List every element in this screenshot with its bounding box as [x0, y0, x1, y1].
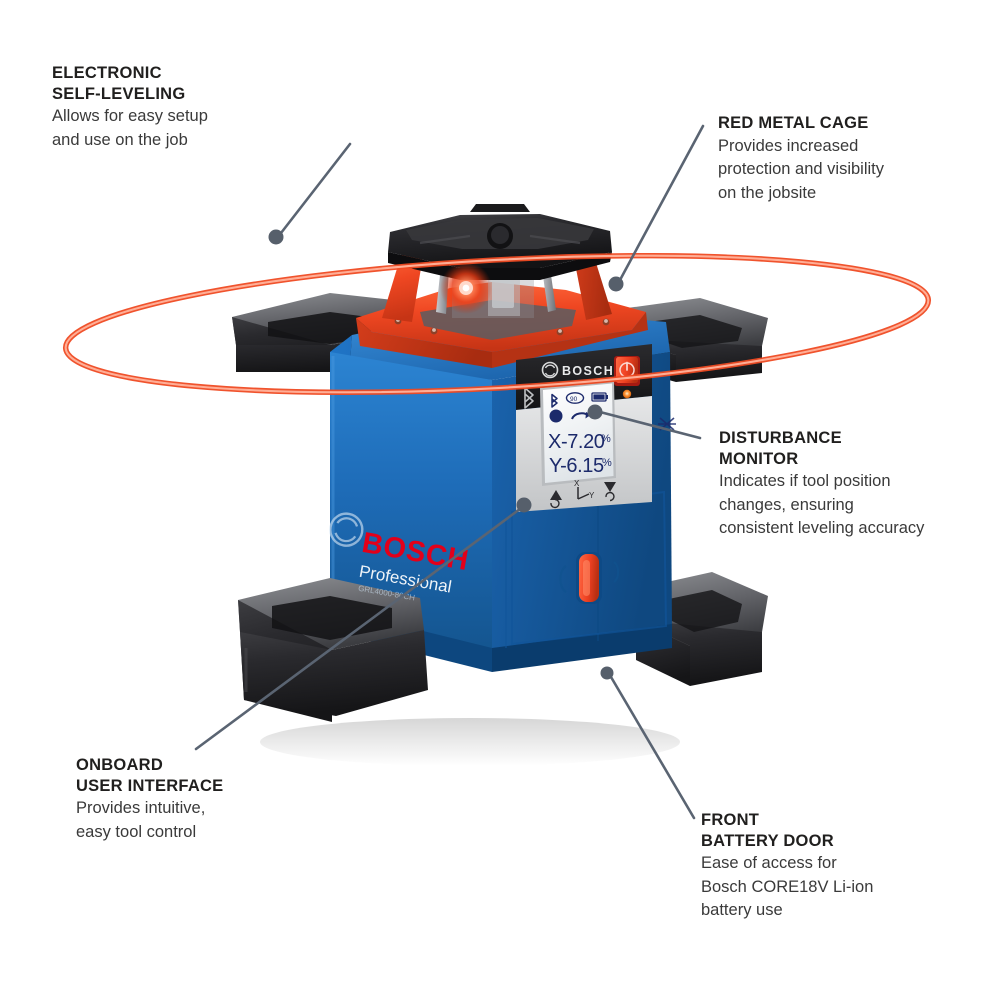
callout-front-battery-door: FRONT BATTERY DOOR Ease of access for Bo…	[701, 810, 981, 923]
callout-disturbance-monitor: DISTURBANCE MONITOR Indicates if tool po…	[719, 428, 994, 541]
callout-title: RED METAL CAGE	[718, 114, 869, 132]
up-rotation-button[interactable]	[550, 490, 562, 509]
leader-dot-red-cage	[608, 276, 624, 292]
callout-title: DISTURBANCE MONITOR	[719, 429, 842, 468]
panel-button-row: X Y	[550, 479, 616, 509]
outrigger-front-left	[238, 578, 428, 722]
svg-text:Y: Y	[589, 491, 595, 500]
down-rotation-button[interactable]	[604, 482, 616, 502]
leader-onboard	[194, 501, 530, 751]
svg-text:Y-6.15: Y-6.15	[549, 455, 604, 477]
svg-text:90: 90	[570, 396, 578, 403]
callout-body: Provides increased protection and visibi…	[718, 136, 884, 202]
battery-door-grip-right	[613, 561, 620, 583]
leader-red-cage	[618, 124, 705, 282]
callout-electronic-self-leveling: ELECTRONIC SELF-LEVELING Allows for easy…	[52, 63, 332, 152]
bluetooth-icon	[524, 387, 534, 409]
callout-title: ONBOARD USER INTERFACE	[76, 756, 224, 795]
callout-body: Allows for easy setup and use on the job	[52, 107, 208, 149]
lcd-readout-y: Y-6.15 %	[549, 455, 612, 477]
callout-title: FRONT BATTERY DOOR	[701, 811, 834, 850]
bosch-roundel-icon	[329, 512, 364, 547]
callout-red-metal-cage: RED METAL CAGE Provides increased protec…	[718, 113, 988, 205]
svg-text:%: %	[602, 457, 612, 469]
leader-battery	[609, 675, 696, 820]
leader-dot-battery	[600, 666, 614, 680]
callout-body: Ease of access for Bosch CORE18V Li-ion …	[701, 854, 874, 919]
callout-body: Indicates if tool position changes, ensu…	[719, 472, 925, 537]
leader-disturbance	[598, 410, 702, 440]
leader-dot-disturbance	[587, 404, 603, 420]
leader-self-leveling	[279, 142, 352, 235]
svg-text:X-7.20: X-7.20	[548, 431, 605, 453]
svg-text:%: %	[601, 433, 611, 445]
callout-body: Provides intuitive, easy tool control	[76, 799, 206, 841]
battery-door-grip	[559, 565, 567, 593]
callout-onboard-user-interface: ONBOARD USER INTERFACE Provides intuitiv…	[76, 755, 336, 844]
battery-door-latch[interactable]	[576, 552, 602, 604]
svg-text:X: X	[574, 479, 580, 488]
leader-dot-onboard	[516, 497, 532, 513]
callout-title: ELECTRONIC SELF-LEVELING	[52, 64, 186, 103]
leader-dot-self-leveling	[268, 229, 284, 245]
xy-axis-button[interactable]: X Y	[574, 479, 595, 500]
lcd-readout-x: X-7.20 %	[548, 431, 611, 453]
